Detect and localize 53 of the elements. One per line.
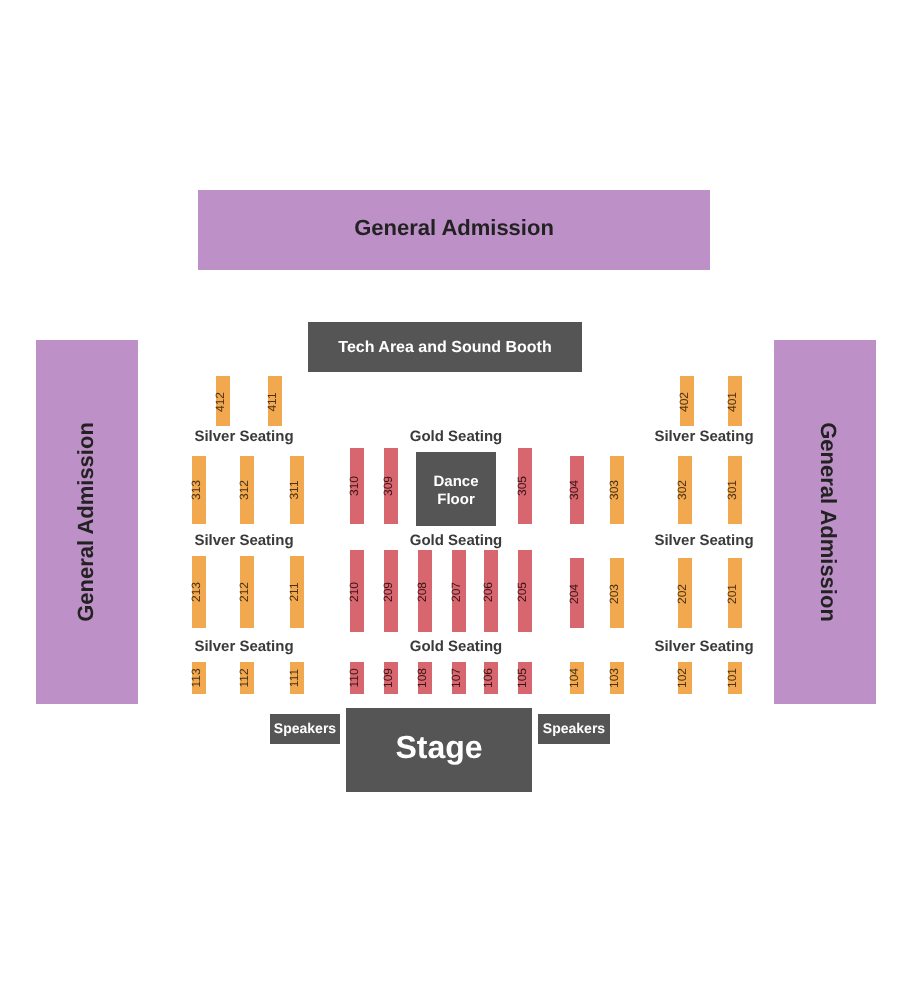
seating-block <box>417 662 431 694</box>
seating-block <box>609 662 623 694</box>
seating-block <box>569 558 583 628</box>
seating-block <box>191 456 205 524</box>
general-admission-area <box>198 190 710 270</box>
seating-block <box>417 550 431 632</box>
speaker-block <box>270 714 340 744</box>
seating-block <box>727 662 741 694</box>
seating-block <box>289 556 303 628</box>
seating-block <box>517 448 531 524</box>
seating-block <box>517 550 531 632</box>
speaker-block <box>538 714 610 744</box>
seating-block <box>727 456 741 524</box>
seating-block <box>239 456 253 524</box>
seating-block <box>451 550 465 632</box>
seating-block <box>215 376 229 426</box>
seating-block <box>609 456 623 524</box>
sound-booth-block <box>308 322 582 372</box>
seating-block <box>483 550 497 632</box>
area-label: General Admission <box>76 422 98 622</box>
stage-platform <box>346 708 532 792</box>
area-label: Tech Area and Sound Booth <box>338 339 552 355</box>
seating-block <box>727 558 741 628</box>
seating-block <box>679 376 693 426</box>
seating-block <box>569 662 583 694</box>
seating-block <box>609 558 623 628</box>
seating-block <box>483 662 497 694</box>
seating-block <box>383 662 397 694</box>
stage-label: Stage <box>395 734 483 766</box>
seating-block <box>349 662 363 694</box>
seating-block <box>383 448 397 524</box>
seating-block <box>349 448 363 524</box>
seating-block <box>677 456 691 524</box>
seating-block <box>267 376 281 426</box>
seating-block <box>239 662 253 694</box>
seating-block <box>289 662 303 694</box>
seating-block <box>517 662 531 694</box>
seating-block <box>569 456 583 524</box>
seating-block <box>727 376 741 426</box>
seating-block <box>349 550 363 632</box>
area-label: General Admission <box>814 422 836 622</box>
seating-block <box>451 662 465 694</box>
seating-block <box>677 558 691 628</box>
general-admission-area <box>774 340 876 704</box>
seating-block <box>239 556 253 628</box>
seating-block <box>191 662 205 694</box>
seating-block <box>191 556 205 628</box>
seating-block <box>289 456 303 524</box>
general-admission-area <box>36 340 138 704</box>
area-label: General Admission <box>354 219 554 241</box>
dance-floor-area <box>416 452 496 526</box>
seating-block <box>383 550 397 632</box>
seating-block <box>677 662 691 694</box>
